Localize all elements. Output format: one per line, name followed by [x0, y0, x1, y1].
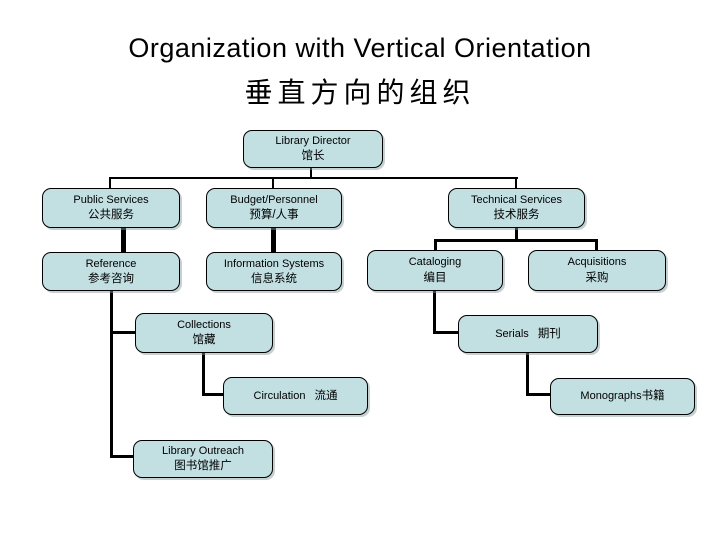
node-cataloging: Cataloging 编目	[367, 250, 503, 291]
connector-trunk-reference-branch	[110, 290, 113, 458]
node-serials-label-en: Serials	[495, 327, 529, 340]
node-cataloging-label-zh: 编目	[423, 271, 447, 284]
node-library-outreach-label-zh: 图书馆推广	[174, 459, 232, 472]
node-reference-label-zh: 参考咨询	[88, 272, 134, 285]
node-acquisitions-label-zh: 采购	[585, 271, 609, 284]
node-reference: Reference 参考咨询	[42, 252, 180, 291]
connector-technical-horizontal	[434, 239, 598, 242]
connector-public-to-reference	[121, 227, 126, 253]
connector-elbow-collections	[110, 331, 136, 334]
page-title: Organization with Vertical Orientation 垂…	[0, 33, 720, 111]
node-public-services: Public Services 公共服务	[42, 188, 180, 228]
node-library-director-label-zh: 馆长	[301, 149, 325, 162]
connector-drop-budget-personnel	[272, 177, 274, 189]
node-library-outreach: Library Outreach 图书馆推广	[133, 440, 273, 478]
connector-elbow-circulation	[202, 393, 224, 396]
node-information-systems-label-zh: 信息系统	[251, 272, 297, 285]
node-technical-services-label-en: Technical Services	[470, 194, 563, 207]
node-library-director-label-en: Library Director	[275, 135, 351, 148]
node-information-systems-label-en: Information Systems	[223, 257, 325, 270]
connector-drop-public-services	[109, 177, 111, 189]
node-library-director: Library Director 馆长	[243, 130, 383, 168]
node-collections: Collections 馆藏	[135, 313, 273, 353]
connector-drop-technical-services	[515, 177, 517, 189]
connector-director-stub	[310, 167, 312, 178]
node-serials: Serials 期刊	[458, 315, 598, 353]
node-library-outreach-label-en: Library Outreach	[162, 445, 244, 458]
node-collections-label-zh: 馆藏	[192, 334, 216, 347]
node-monographs: Monographs 书籍	[550, 378, 695, 415]
node-collections-label-en: Collections	[177, 319, 231, 332]
node-monographs-label-zh: 书籍	[641, 390, 665, 403]
node-technical-services-label-zh: 技术服务	[493, 209, 540, 222]
node-cataloging-label-en: Cataloging	[408, 256, 462, 269]
connector-elbow-monographs	[526, 393, 551, 396]
node-budget-personnel: Budget/Personnel 预算/人事	[206, 188, 342, 228]
node-serials-label-zh: 期刊	[537, 327, 561, 340]
node-budget-personnel-label-zh: 预算/人事	[249, 209, 299, 222]
node-circulation: Circulation 流通	[223, 377, 368, 415]
connector-trunk-collections-branch	[202, 352, 205, 396]
connector-drop-cataloging	[434, 239, 437, 251]
node-acquisitions-label-en: Acquisitions	[567, 256, 627, 269]
connector-elbow-library-outreach	[110, 455, 134, 458]
connector-trunk-cataloging-branch	[433, 290, 436, 334]
connector-level1-horizontal	[109, 177, 518, 179]
node-information-systems: Information Systems 信息系统	[206, 252, 342, 291]
page-title-english: Organization with Vertical Orientation	[128, 33, 592, 63]
node-circulation-label-zh: 流通	[314, 389, 338, 402]
node-budget-personnel-label-en: Budget/Personnel	[230, 194, 318, 207]
connector-budget-to-information-systems	[271, 227, 276, 253]
connector-technical-stub	[515, 227, 518, 240]
node-public-services-label-zh: 公共服务	[88, 209, 134, 222]
connector-elbow-serials	[433, 331, 459, 334]
connector-drop-acquisitions	[595, 239, 598, 251]
node-public-services-label-en: Public Services	[73, 194, 149, 207]
node-reference-label-en: Reference	[85, 257, 137, 270]
node-technical-services: Technical Services 技术服务	[448, 188, 585, 228]
node-circulation-label-en: Circulation	[253, 389, 306, 402]
connector-trunk-serials-branch	[526, 352, 529, 396]
node-monographs-label-en: Monographs	[580, 390, 642, 403]
node-acquisitions: Acquisitions 采购	[528, 250, 666, 291]
page-title-chinese: 垂直方向的组织	[244, 77, 476, 108]
